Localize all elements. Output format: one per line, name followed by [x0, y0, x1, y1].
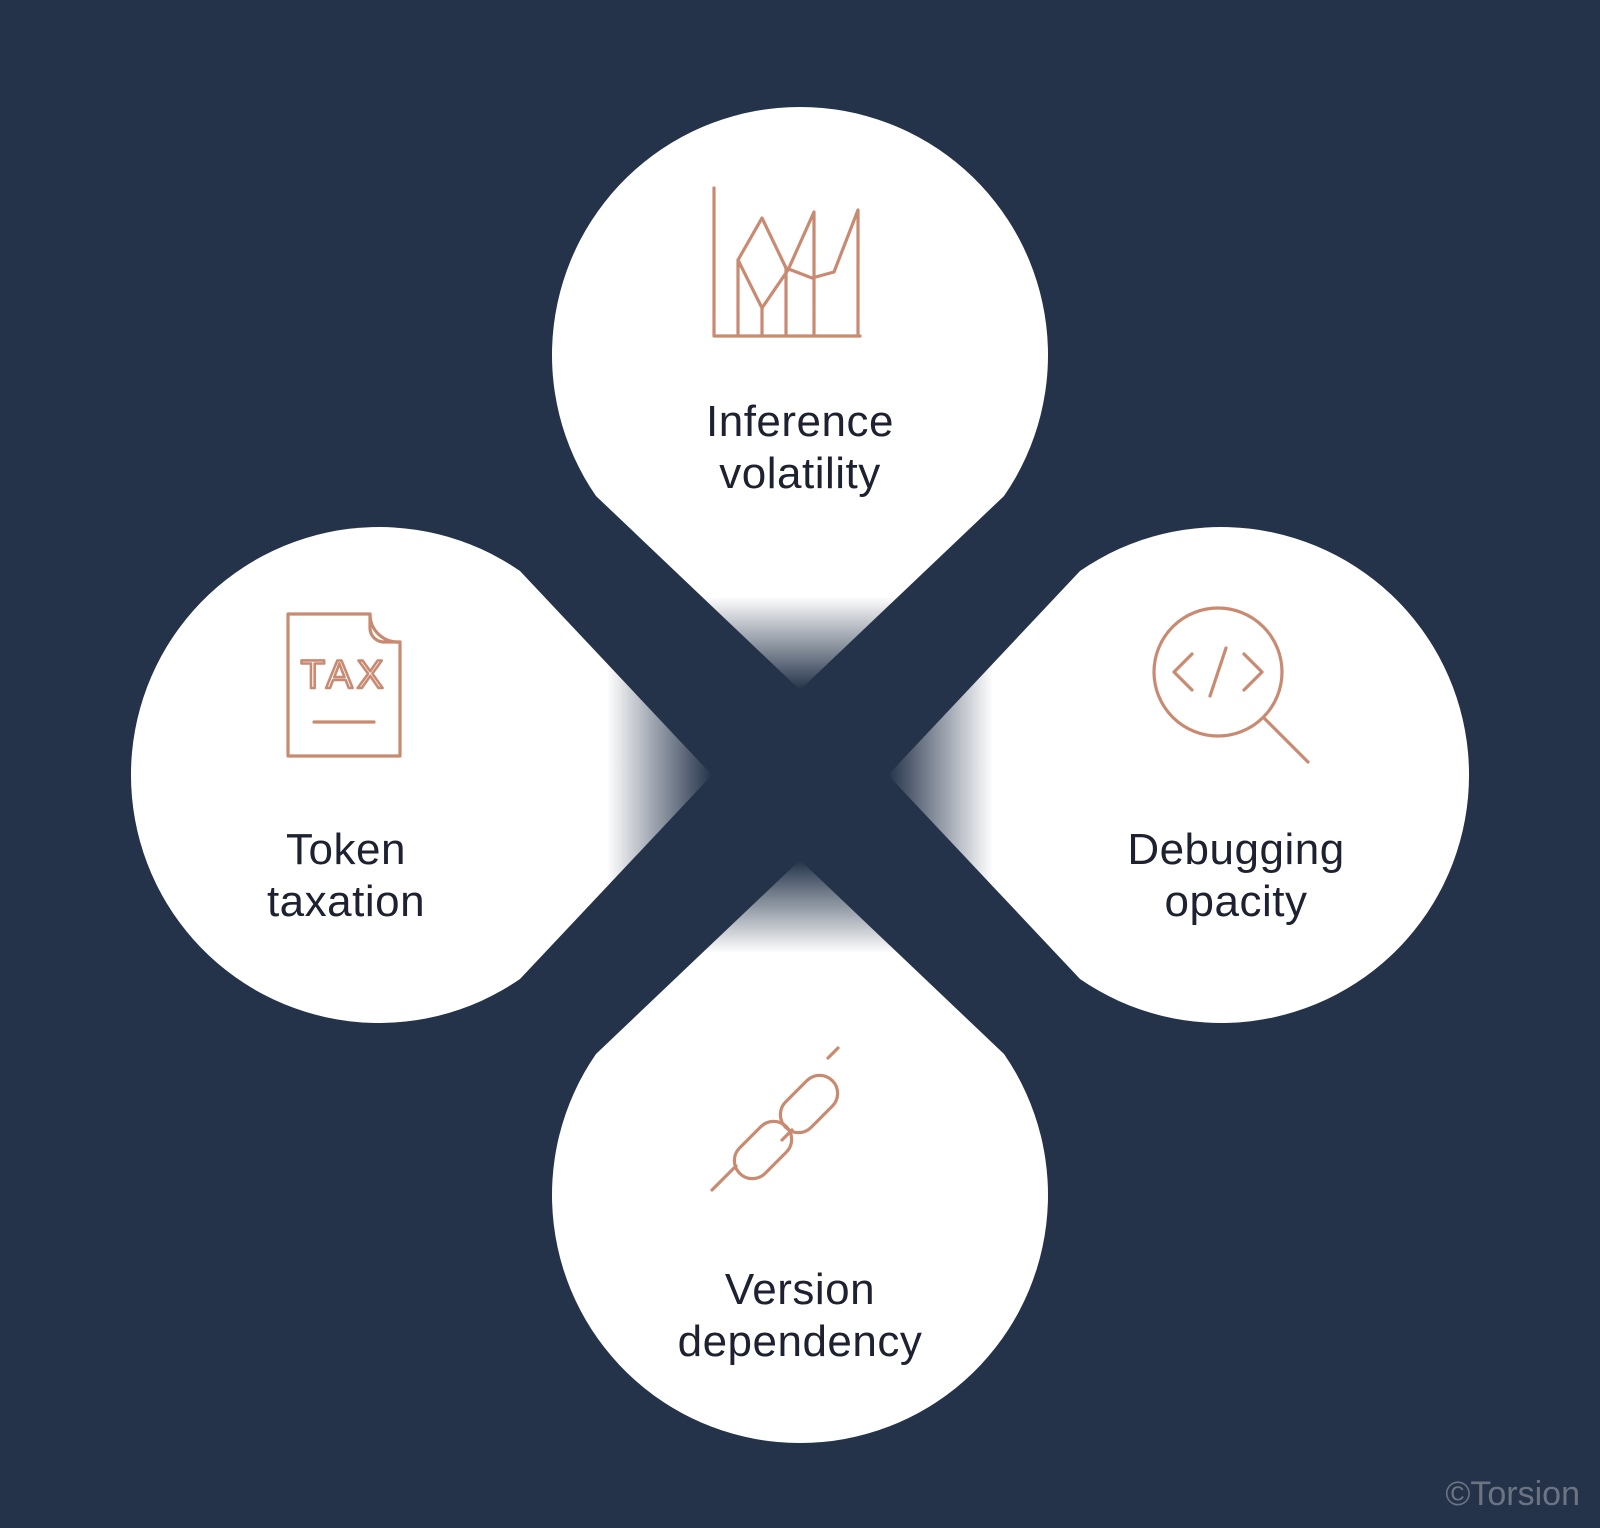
volatility-chart-icon [706, 180, 866, 340]
code-magnifier-icon [1150, 604, 1320, 774]
petal-bottom [551, 860, 1048, 1444]
label-version-dependency: Version dependency [677, 1265, 923, 1366]
petal-top [551, 106, 1048, 690]
tax-document-icon: TAX [278, 606, 410, 764]
label-token-taxation: Token taxation [266, 825, 426, 926]
label-debugging-opacity: Debugging opacity [1127, 825, 1345, 926]
broken-chain-icon [706, 1040, 866, 1200]
petal-left [130, 527, 713, 1023]
petal-right [888, 527, 1470, 1024]
tax-icon-text: TAX [301, 653, 388, 697]
label-inference-volatility: Inference volatility [706, 397, 894, 498]
copyright-watermark: ©Torsion [1445, 1475, 1580, 1513]
